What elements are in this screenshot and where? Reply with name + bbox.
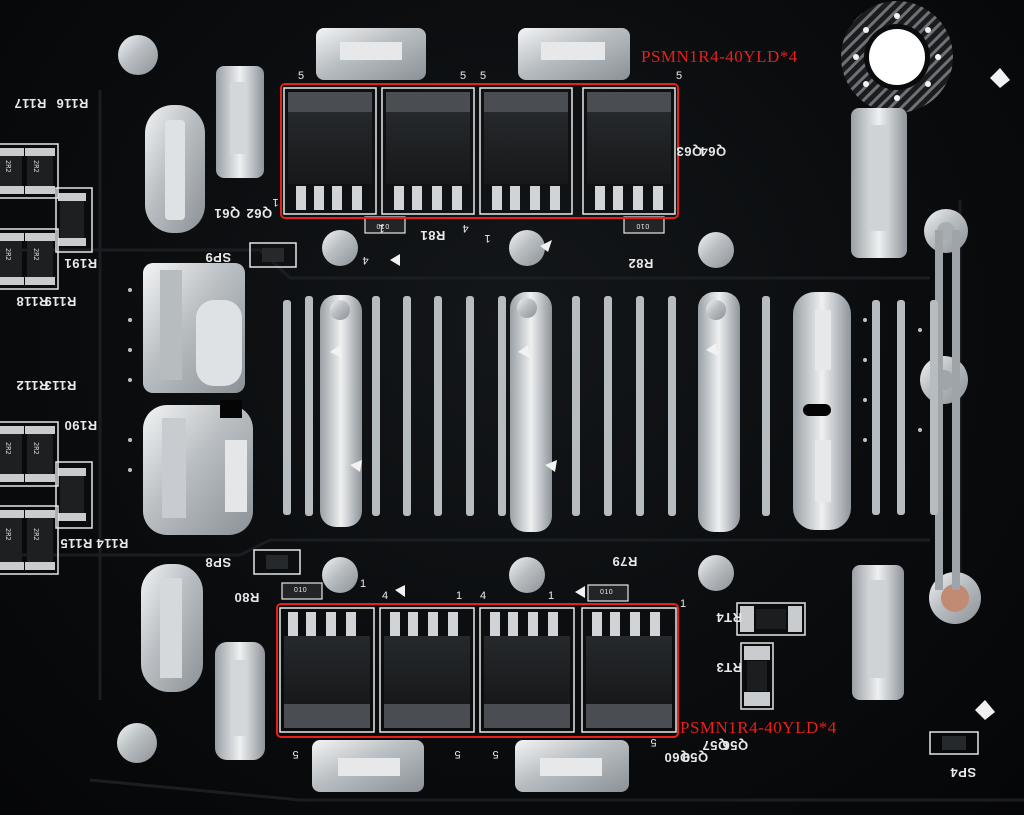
label-r79: R79 — [612, 554, 638, 569]
label-r116: R116 — [56, 96, 89, 111]
label-sp9: SP9 — [205, 250, 232, 265]
label-rt4: RT4 — [716, 610, 743, 625]
heatsink-slots — [283, 296, 938, 516]
label-q61: Q61 — [214, 206, 241, 221]
label-r114: R114 — [96, 536, 129, 551]
label-r112: R112 — [16, 378, 49, 393]
label-q63: Q63 — [676, 144, 703, 159]
bottom-mosfets — [284, 636, 672, 728]
label-r80: R80 — [234, 590, 260, 605]
top-part-annotation: PSMN1R4-40YLD*4 — [641, 47, 798, 66]
label-r115: R115 — [60, 536, 93, 551]
label-r119: R119 — [44, 294, 77, 309]
left-solder-pads — [141, 66, 265, 760]
label-r82: R82 — [628, 256, 654, 271]
bottom-drain-pads — [312, 740, 629, 792]
label-r113: R113 — [44, 378, 77, 393]
left-resistors — [0, 148, 86, 570]
test-points-top — [322, 230, 734, 320]
top-drain-pads — [316, 28, 630, 80]
bottom-highlight-box — [276, 603, 679, 738]
bottom-part-annotation: PSMN1R4-40YLD*4 — [680, 718, 837, 737]
label-sp8: SP8 — [205, 555, 232, 570]
label-r191: R191 — [64, 256, 98, 271]
label-r81: R81 — [420, 228, 446, 243]
mount-hole-bottom-left — [117, 723, 157, 763]
mount-hole-top-left — [118, 35, 158, 75]
label-r117: R117 — [14, 96, 47, 111]
label-q60: Q60 — [664, 750, 691, 765]
label-q62: Q62 — [246, 206, 273, 221]
label-r118: R118 — [16, 294, 49, 309]
label-sp4: SP4 — [950, 765, 977, 780]
label-rt3: RT3 — [716, 660, 743, 675]
label-q64: Q64 — [700, 144, 727, 159]
test-points-bottom — [322, 555, 734, 593]
top-mosfets — [288, 92, 671, 184]
top-highlight-box — [280, 83, 679, 219]
label-r190: R190 — [64, 418, 98, 433]
